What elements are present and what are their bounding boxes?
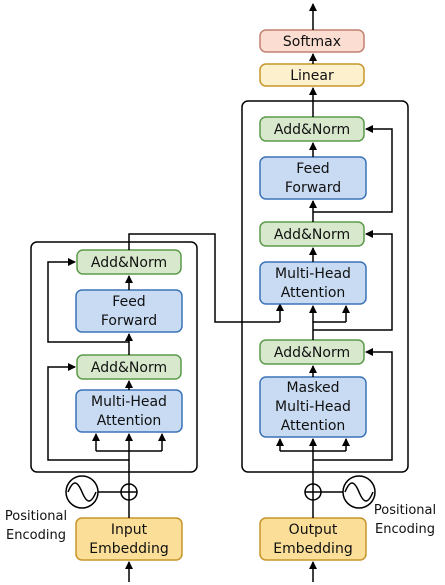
- output-embedding: Output Embedding: [259, 517, 367, 561]
- encoder-mha-label-1: Multi-Head: [91, 394, 167, 410]
- softmax-label: Softmax: [283, 34, 341, 50]
- decoder: Softmax Linear Add&Norm Feed Forward Add…: [241, 3, 436, 582]
- decoder-add-norm-bottom: Add&Norm: [259, 339, 365, 365]
- encoder-feed-forward-label-2: Forward: [101, 313, 157, 329]
- encoder-add-norm-bottom-label: Add&Norm: [91, 360, 167, 376]
- softmax-box: Softmax: [259, 29, 365, 53]
- encoder-mha-label-2: Attention: [97, 413, 162, 429]
- decoder-masked-multi-head-attention: Masked Multi-Head Attention: [259, 376, 367, 438]
- encoder-sine-wave-icon: [65, 475, 99, 509]
- output-embedding-label-2: Embedding: [273, 541, 352, 557]
- decoder-multi-head-attention: Multi-Head Attention: [259, 261, 367, 305]
- output-embedding-label-1: Output: [289, 522, 338, 538]
- decoder-masked-label-2: Multi-Head: [275, 399, 351, 415]
- encoder: Add&Norm Feed Forward Add&Norm Multi-Hea…: [5, 233, 284, 582]
- decoder-add-norm-bottom-label: Add&Norm: [274, 345, 350, 361]
- input-embedding-label-1: Input: [111, 522, 148, 538]
- encoder-feed-forward: Feed Forward: [75, 289, 183, 333]
- linear-box: Linear: [259, 63, 365, 87]
- encoder-outer-frame: [30, 241, 198, 473]
- decoder-add-norm-top: Add&Norm: [259, 116, 365, 142]
- decoder-outer-frame: [241, 100, 409, 473]
- decoder-feed-forward: Feed Forward: [259, 156, 367, 200]
- linear-label: Linear: [290, 68, 334, 84]
- encoder-positional-label: Positional: [5, 509, 67, 524]
- decoder-sine-wave-icon: [342, 475, 376, 509]
- decoder-masked-label-1: Masked: [286, 380, 339, 396]
- decoder-add-norm-middle: Add&Norm: [259, 221, 365, 247]
- encoder-add-circle: [120, 483, 138, 501]
- decoder-add-norm-middle-label: Add&Norm: [274, 227, 350, 243]
- encoder-feed-forward-label-1: Feed: [112, 294, 145, 310]
- encoder-add-norm-top-label: Add&Norm: [91, 255, 167, 271]
- decoder-positional-label: Positional: [374, 503, 436, 518]
- decoder-feed-forward-label-1: Feed: [296, 161, 329, 177]
- decoder-mha-label-1: Multi-Head: [275, 266, 351, 282]
- decoder-feed-forward-label-2: Forward: [285, 180, 341, 196]
- input-embedding-label-2: Embedding: [89, 541, 168, 557]
- input-embedding: Input Embedding: [75, 517, 183, 561]
- encoder-add-norm-top: Add&Norm: [76, 249, 182, 275]
- decoder-encoding-label: Encoding: [375, 522, 435, 537]
- decoder-mha-label-2: Attention: [281, 285, 346, 301]
- decoder-add-norm-top-label: Add&Norm: [274, 122, 350, 138]
- encoder-encoding-label: Encoding: [6, 528, 66, 543]
- decoder-masked-label-3: Attention: [281, 418, 346, 434]
- decoder-add-circle: [304, 483, 322, 501]
- encoder-multi-head-attention: Multi-Head Attention: [75, 389, 183, 433]
- encoder-add-norm-bottom: Add&Norm: [76, 354, 182, 380]
